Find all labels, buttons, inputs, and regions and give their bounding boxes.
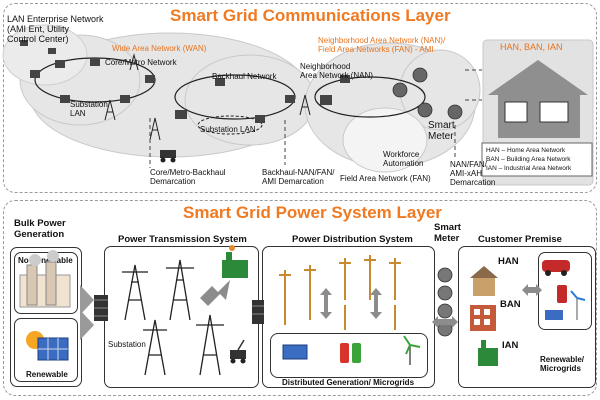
distribution-transformer-icon [252, 300, 264, 324]
dist-arrow-2 [370, 288, 382, 319]
ian-label: IAN [502, 340, 519, 351]
rm-line-1: Renewable/ [540, 355, 585, 364]
core-demarc-line-1: Core/Metro-Backhaul [150, 168, 226, 177]
core-metro-label: Core/Metro Network [105, 58, 177, 67]
lan-line-2: (AMI Ent, Utility [7, 24, 70, 34]
legend-ban: BAN – Building Area Network [486, 156, 571, 163]
transmission-arrow [200, 280, 230, 306]
dist-arrow-1 [320, 288, 332, 319]
comm-sm-line-1: Smart [428, 120, 455, 131]
substation-label: Substation [108, 340, 146, 349]
renew-micro-label: Renewable/ Microgrids [540, 355, 584, 373]
comm-smart-meter-label: Smart Meter [428, 120, 455, 142]
renewable-label: Renewable [26, 370, 68, 379]
home-icon [481, 39, 594, 186]
customer-header: Customer Premise [478, 234, 562, 245]
bh-demarc-line-2: AMI Demarcation [262, 177, 324, 186]
nan-demarc-line-3: Demarcation [450, 178, 496, 187]
dg-icons [282, 335, 421, 365]
neighborhood-label: Neighborhood Area Network (NAN) [300, 62, 373, 80]
backhaul-label: Backhaul Network [212, 72, 277, 81]
industrial-icon [222, 245, 248, 278]
han-ban-ian-label: HAN, BAN, IAN [500, 42, 563, 52]
transformer-icon [94, 295, 108, 321]
neighborhood-line-1: Neighborhood [300, 62, 351, 71]
psm-line-1: Smart [434, 222, 461, 233]
transmission-header: Power Transmission System [118, 234, 247, 245]
power-smart-meter-header: Smart Meter [434, 222, 461, 244]
customer-icons [470, 260, 586, 366]
nan-ring [314, 76, 426, 118]
bulk-line-1: Bulk Power [14, 218, 66, 229]
workforce-label: Workforce Automation [383, 150, 423, 168]
nan-demarc-line-2: AMI-xAH [450, 169, 482, 178]
comm-layer-panel [3, 3, 597, 193]
solar-panel-icon [26, 331, 69, 361]
comm-towers [104, 53, 311, 141]
substation-lan-ring [197, 115, 263, 135]
backhaul-demarc-label: Backhaul-NAN/FAN/ AMI Demarcation [262, 168, 334, 186]
han-ban-ian-legend: HAN – Home Area Network BAN – Building A… [486, 146, 571, 173]
no-renewable-label: No Renewable [18, 256, 73, 265]
sub-lan-line-2: LAN [70, 109, 86, 118]
fan-label: Field Area Network (FAN) [340, 174, 431, 183]
ban-label: BAN [500, 299, 521, 310]
comm-sm-line-2: Meter [428, 131, 454, 142]
distribution-poles [279, 255, 401, 330]
nan-meters [392, 67, 463, 120]
service-truck-icon [230, 339, 246, 364]
lan-enterprise-label: LAN Enterprise Network (AMI Ent, Utility… [7, 14, 104, 44]
dg-label: Distributed Generation/ Microgrids [282, 378, 415, 387]
workforce-line-1: Workforce [383, 150, 420, 159]
transmission-towers [122, 259, 224, 376]
sub-lan-line-1: Substation [70, 100, 108, 109]
nan-demarc-label: NAN/FAN/ AMI-xAH Demarcation [450, 160, 495, 187]
power-layer-title: Smart Grid Power System Layer [183, 203, 442, 222]
wan-label: Wide Area Network (WAN) [112, 44, 207, 53]
workforce-line-2: Automation [383, 159, 424, 168]
lan-line-3: Control Center) [7, 34, 69, 44]
lan-line-1: LAN Enterprise Network [7, 14, 104, 24]
demarcation-lines [149, 69, 482, 168]
bh-demarc-line-1: Backhaul-NAN/FAN/ [262, 168, 335, 177]
power-plant-icon [19, 250, 71, 308]
bulk-power-header: Bulk Power Generation [14, 218, 66, 240]
psm-line-2: Meter [434, 233, 460, 244]
nan-fan-line-1: Neighborhood Area Network (NAN)/ [318, 36, 446, 45]
customer-arrow [522, 284, 542, 296]
rm-line-2: Microgrids [540, 364, 581, 373]
router-nodes [20, 40, 350, 123]
han-label: HAN [498, 256, 519, 267]
comm-truck-icon [160, 150, 176, 163]
legend-ian: IAN – Industrial Area Network [486, 165, 572, 172]
substation-lan-left-label: Substation LAN [70, 100, 108, 118]
core-demarc-line-2: Demarcation [150, 177, 196, 186]
nan-fan-label: Neighborhood Area Network (NAN)/ Field A… [318, 36, 445, 54]
bulk-line-2: Generation [14, 229, 65, 240]
generation-arrows [80, 285, 94, 340]
fan-cloud [342, 107, 428, 173]
distribution-header: Power Distribution System [292, 234, 413, 245]
nan-demarc-line-1: NAN/FAN/ [450, 160, 487, 169]
comm-layer-title: Smart Grid Communications Layer [170, 6, 451, 25]
core-demarc-label: Core/Metro-Backhaul Demarcation [150, 168, 226, 186]
meter-arrow [432, 316, 458, 328]
legend-han: HAN – Home Area Network [486, 147, 566, 154]
substation-lan-mid-label: Substation LAN [200, 125, 256, 134]
power-layer-panel [3, 200, 597, 396]
neighborhood-line-2: Area Network (NAN) [300, 71, 373, 80]
nan-fan-line-2: Field Area Networks (FAN) - AMI [318, 45, 434, 54]
smart-meter-column [437, 267, 453, 337]
